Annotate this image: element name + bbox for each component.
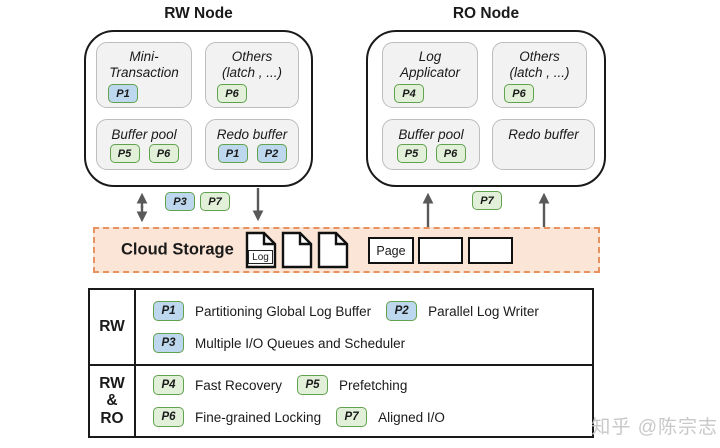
badge-p2: P2 bbox=[386, 301, 418, 321]
badge-p5: P5 bbox=[109, 144, 140, 164]
cloud-storage-label: Cloud Storage bbox=[121, 240, 234, 259]
badge-p6: P6 bbox=[148, 144, 179, 164]
page-block: Page bbox=[368, 237, 414, 264]
badge-p6: P6 bbox=[504, 84, 534, 103]
legend-entry-text: Prefetching bbox=[339, 377, 408, 393]
legend-row-rw-ro: RW & RO P4 Fast Recovery P5 Prefetching … bbox=[90, 364, 592, 436]
legend-content: P4 Fast Recovery P5 Prefetching P6 Fine-… bbox=[136, 366, 592, 436]
legend-entry: P1 Partitioning Global Log Buffer bbox=[153, 301, 371, 321]
badge-row: P6 bbox=[217, 84, 247, 103]
legend-line: P1 Partitioning Global Log Buffer P2 Par… bbox=[153, 301, 592, 321]
badge-row: P4 bbox=[394, 84, 424, 103]
box-label: Redo buffer bbox=[508, 127, 579, 142]
box-label: Mini- Transaction bbox=[109, 49, 179, 81]
badge-p1: P1 bbox=[153, 301, 184, 321]
log-file-label: Log bbox=[248, 250, 273, 264]
zhihu-watermark: 知乎 @陈宗志 bbox=[591, 417, 718, 438]
legend-line: P6 Fine-grained Locking P7 Aligned I/O bbox=[153, 407, 592, 427]
legend-row-rw: RW P1 Partitioning Global Log Buffer P2 … bbox=[90, 290, 592, 364]
page-block bbox=[468, 237, 513, 264]
legend-entry-text: Fast Recovery bbox=[195, 377, 283, 393]
legend-entry: P7 Aligned I/O bbox=[336, 407, 445, 427]
badge-row: P1 bbox=[108, 84, 138, 103]
box-label: Buffer pool bbox=[398, 127, 464, 142]
legend-entry-text: Partitioning Global Log Buffer bbox=[195, 303, 372, 319]
legend-entry-text: Parallel Log Writer bbox=[428, 303, 539, 319]
legend-entry: P2 Parallel Log Writer bbox=[386, 301, 539, 321]
cloud-storage-bar: Cloud Storage Log Page bbox=[93, 227, 600, 273]
rw-node-title: RW Node bbox=[164, 5, 233, 22]
legend-entry-text: Fine-grained Locking bbox=[195, 409, 322, 425]
badge-p6: P6 bbox=[435, 144, 466, 164]
legend-table: RW P1 Partitioning Global Log Buffer P2 … bbox=[88, 288, 594, 438]
badge-p6: P6 bbox=[217, 84, 247, 103]
legend-scope-rw-ro: RW & RO bbox=[90, 366, 136, 436]
ro-log-applicator-box: Log Applicator P4 bbox=[382, 42, 478, 108]
badge-row: P1 P2 bbox=[206, 144, 298, 164]
badge-p1: P1 bbox=[217, 144, 248, 164]
badge-p2: P2 bbox=[256, 144, 287, 164]
legend-line: P3 Multiple I/O Queues and Scheduler bbox=[153, 333, 592, 353]
ro-others-box: Others (latch , ...) P6 bbox=[492, 42, 587, 108]
legend-content: P1 Partitioning Global Log Buffer P2 Par… bbox=[136, 290, 592, 364]
box-label: Buffer pool bbox=[111, 127, 177, 142]
legend-entry: P6 Fine-grained Locking bbox=[153, 407, 321, 427]
badge-p3: P3 bbox=[153, 333, 184, 353]
ro-node-title: RO Node bbox=[452, 5, 520, 22]
box-label: Log Applicator bbox=[399, 49, 461, 81]
rw-redo-buffer-box: Redo buffer P1 P2 bbox=[205, 119, 299, 170]
badge-row: P5 P6 bbox=[97, 144, 191, 164]
legend-entry: P5 Prefetching bbox=[297, 375, 407, 395]
badge-p4: P4 bbox=[394, 84, 424, 103]
badge-p7: P7 bbox=[472, 191, 502, 210]
badge-p3: P3 bbox=[165, 192, 195, 211]
legend-entry-text: Multiple I/O Queues and Scheduler bbox=[195, 335, 406, 351]
box-label: Others (latch , ...) bbox=[221, 49, 282, 81]
legend-line: P4 Fast Recovery P5 Prefetching bbox=[153, 375, 592, 395]
badge-row: P6 bbox=[504, 84, 534, 103]
page-block bbox=[418, 237, 463, 264]
badge-p7: P7 bbox=[336, 407, 368, 427]
ro-buffer-pool-box: Buffer pool P5 P6 bbox=[382, 119, 480, 170]
badge-p7: P7 bbox=[200, 192, 230, 211]
page-block-label: Page bbox=[376, 243, 406, 258]
badge-p6: P6 bbox=[153, 407, 184, 427]
box-label: Others (latch , ...) bbox=[509, 49, 570, 81]
legend-entry: P4 Fast Recovery bbox=[153, 375, 282, 395]
badge-p4: P4 bbox=[153, 375, 184, 395]
rw-others-box: Others (latch , ...) P6 bbox=[205, 42, 299, 108]
rw-buffer-pool-box: Buffer pool P5 P6 bbox=[96, 119, 192, 170]
rw-mini-transaction-box: Mini- Transaction P1 bbox=[96, 42, 192, 108]
badge-row: P5 P6 bbox=[383, 144, 479, 164]
file-icon bbox=[317, 231, 349, 269]
box-label: Redo buffer bbox=[216, 127, 288, 142]
badge-p5: P5 bbox=[297, 375, 329, 395]
legend-entry-text: Aligned I/O bbox=[378, 409, 445, 425]
badge-p5: P5 bbox=[396, 144, 427, 164]
legend-entry: P3 Multiple I/O Queues and Scheduler bbox=[153, 333, 405, 353]
legend-scope-rw: RW bbox=[90, 290, 136, 364]
file-icon bbox=[281, 231, 313, 269]
ro-redo-buffer-box: Redo buffer bbox=[492, 119, 595, 170]
badge-p1: P1 bbox=[108, 84, 138, 103]
